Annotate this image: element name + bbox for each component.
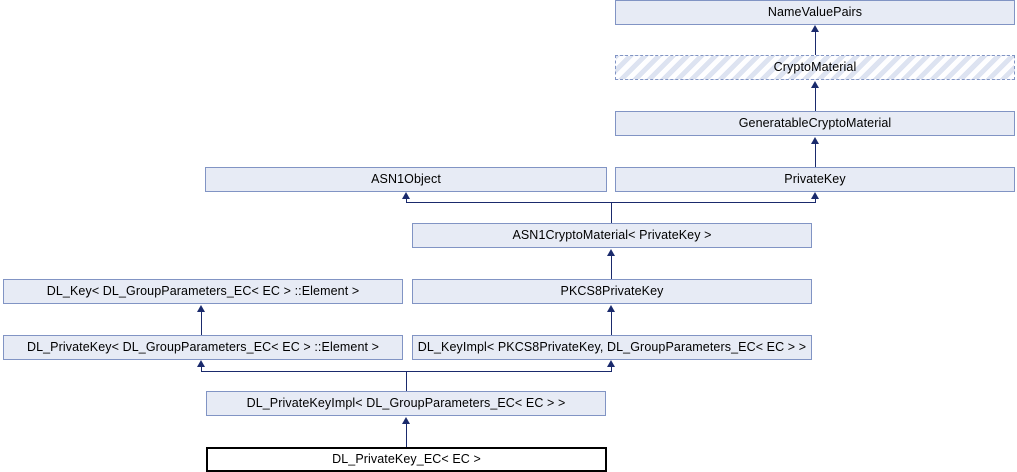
class-node-dl-privatekeyimpl[interactable]: DL_PrivateKeyImpl< DL_GroupParameters_EC… xyxy=(206,391,606,416)
class-node-asn1object[interactable]: ASN1Object xyxy=(205,167,607,192)
arrowhead-pkcs8privatekey-to-asn1cryptomaterial xyxy=(607,249,615,256)
class-node-label: DL_KeyImpl< PKCS8PrivateKey, DL_GroupPar… xyxy=(417,340,807,355)
arrowhead-asn1cryptomaterial-to-private-key xyxy=(811,192,819,199)
class-node-generatable-crypto-material[interactable]: GeneratableCryptoMaterial xyxy=(615,111,1015,136)
class-node-label: PKCS8PrivateKey xyxy=(560,284,664,299)
class-node-name-value-pairs[interactable]: NameValuePairs xyxy=(615,0,1015,25)
edge-dl-privatekeyimpl-bus xyxy=(201,371,612,372)
edge-pkcs8privatekey-to-asn1cryptomaterial xyxy=(611,255,612,279)
edge-crypto-material-to-name-value-pairs xyxy=(815,31,816,55)
class-node-dl-privatekey-element[interactable]: DL_PrivateKey< DL_GroupParameters_EC< EC… xyxy=(3,335,403,360)
arrowhead-generatable-to-crypto-material xyxy=(811,81,819,88)
arrowhead-dl-privatekeyimpl-to-dl-keyimpl xyxy=(607,360,615,367)
class-node-crypto-material[interactable]: CryptoMaterial xyxy=(615,55,1015,80)
arrowhead-crypto-material-to-name-value-pairs xyxy=(811,25,819,32)
edge-asn1cryptomaterial-stem xyxy=(611,202,612,223)
arrowhead-dl-privatekey-ec-to-dl-privatekeyimpl xyxy=(402,417,410,424)
edge-dl-keyimpl-to-pkcs8privatekey xyxy=(611,311,612,335)
class-node-pkcs8privatekey[interactable]: PKCS8PrivateKey xyxy=(412,279,812,304)
class-node-label: DL_Key< DL_GroupParameters_EC< EC > ::El… xyxy=(46,284,360,299)
class-node-label: PrivateKey xyxy=(784,172,846,187)
arrowhead-dl-keyimpl-to-pkcs8privatekey xyxy=(607,305,615,312)
edge-asn1cryptomaterial-to-asn1object xyxy=(406,198,407,203)
class-node-label: ASN1CryptoMaterial< PrivateKey > xyxy=(512,228,712,243)
edge-generatable-to-crypto-material xyxy=(815,87,816,111)
class-node-dl-key-element[interactable]: DL_Key< DL_GroupParameters_EC< EC > ::El… xyxy=(3,279,403,304)
class-node-dl-keyimpl-pkcs8[interactable]: DL_KeyImpl< PKCS8PrivateKey, DL_GroupPar… xyxy=(412,335,812,360)
arrowhead-dl-privatekeyimpl-to-dl-privatekey-element xyxy=(197,360,205,367)
edge-private-key-to-generatable xyxy=(815,143,816,167)
class-node-dl-privatekey-ec[interactable]: DL_PrivateKey_EC< EC > xyxy=(206,447,607,472)
class-node-label: DL_PrivateKey_EC< EC > xyxy=(332,452,481,467)
edge-dl-privatekeyimpl-to-dl-keyimpl xyxy=(611,366,612,372)
arrowhead-private-key-to-generatable xyxy=(811,137,819,144)
class-node-label: DL_PrivateKeyImpl< DL_GroupParameters_EC… xyxy=(246,396,566,411)
class-node-label: NameValuePairs xyxy=(767,5,863,20)
edge-asn1cryptomaterial-bus xyxy=(406,202,816,203)
class-node-label: DL_PrivateKey< DL_GroupParameters_EC< EC… xyxy=(26,340,380,355)
class-node-label: CryptoMaterial xyxy=(773,60,857,75)
edge-asn1cryptomaterial-to-private-key xyxy=(815,198,816,203)
edge-dl-privatekeyimpl-to-dl-privatekey-element xyxy=(201,366,202,372)
edge-dl-privatekeyimpl-stem xyxy=(406,371,407,391)
edge-dl-privatekey-ec-to-dl-privatekeyimpl xyxy=(406,423,407,447)
arrowhead-dl-privatekey-element-to-dl-key-element xyxy=(197,305,205,312)
class-node-private-key[interactable]: PrivateKey xyxy=(615,167,1015,192)
class-node-asn1cryptomaterial-privatekey[interactable]: ASN1CryptoMaterial< PrivateKey > xyxy=(412,223,812,248)
edge-dl-privatekey-element-to-dl-key-element xyxy=(201,311,202,335)
arrowhead-asn1cryptomaterial-to-asn1object xyxy=(402,192,410,199)
class-node-label: GeneratableCryptoMaterial xyxy=(738,116,892,131)
class-node-label: ASN1Object xyxy=(371,172,441,187)
